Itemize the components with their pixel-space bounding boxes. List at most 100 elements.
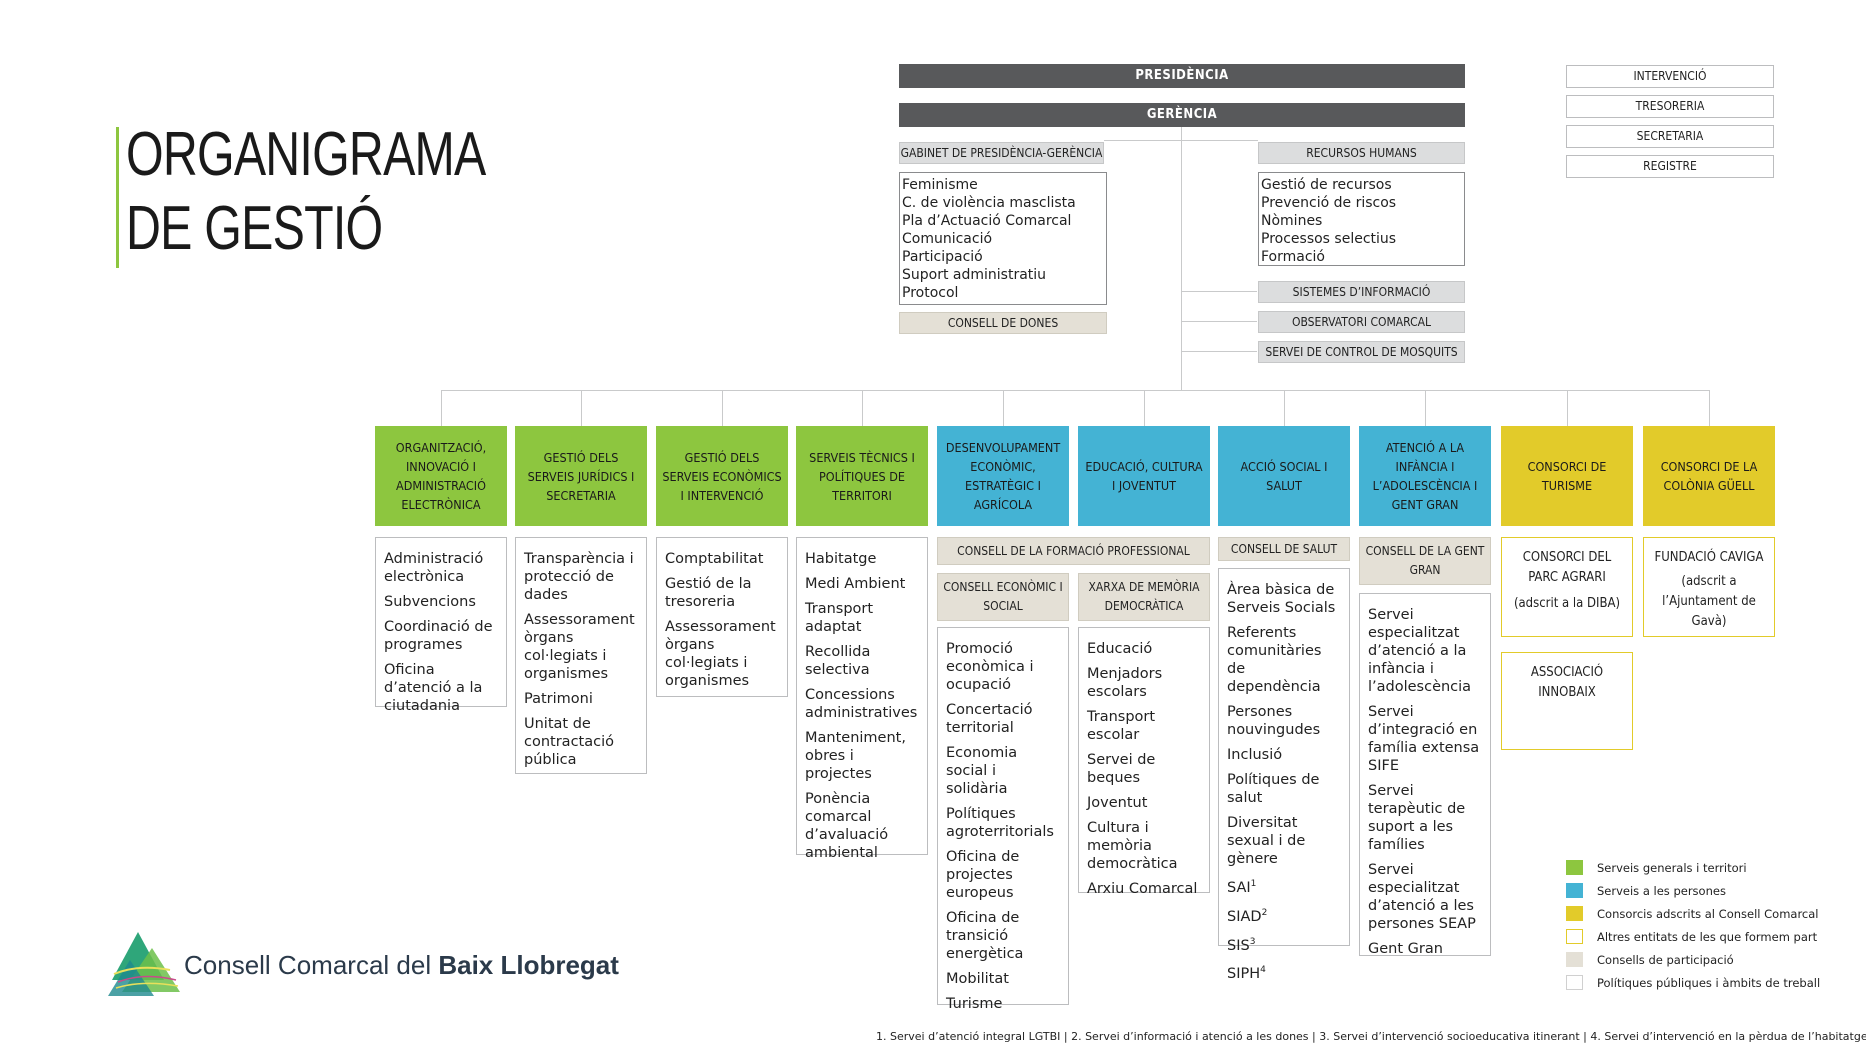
list-item: Recollida selectiva <box>805 644 871 678</box>
connector-dept-4 <box>862 390 863 426</box>
list-economics: Comptabilitat Gestió de la tresoreria As… <box>656 537 788 697</box>
consell-gent-gran-box: CONSELL DE LA GENT GRAN <box>1359 537 1491 585</box>
dept-educacio: EDUCACIÓ, CULTURA I JOVENTUT <box>1078 426 1210 526</box>
list-item: Servei de beques <box>1087 752 1156 786</box>
connector-dept-9 <box>1567 390 1568 426</box>
consell-salut-box: CONSELL DE SALUT <box>1218 537 1350 561</box>
list-item: Menjadors escolars <box>1087 666 1163 700</box>
legend-swatch <box>1566 883 1583 898</box>
legend-item: Serveis a les persones <box>1566 879 1826 902</box>
list-item: Medi Ambient <box>805 576 906 592</box>
connector-gabinet <box>1104 140 1258 141</box>
connector-dept-2 <box>581 390 582 426</box>
list-item: Assessorament òrgans col·legiats i organ… <box>524 612 635 682</box>
innobaix-box: ASSOCIACIÓ INNOBAIX <box>1501 652 1633 750</box>
legend-item: Altres entitats de les que formem part <box>1566 925 1826 948</box>
legend: Serveis generals i territori Serveis a l… <box>1566 856 1826 994</box>
list-item: Oficina d’atenció a la ciutadania <box>384 662 483 714</box>
legend-swatch <box>1566 929 1583 944</box>
list-item: Cultura i memòria democràtica <box>1087 820 1178 872</box>
list-item: Comptabilitat <box>665 551 764 567</box>
connector-dept-5 <box>1003 390 1004 426</box>
list-item: Feminisme <box>902 177 978 193</box>
list-item: Economia social i solidària <box>946 745 1018 797</box>
rrhh-box: RECURSOS HUMANS <box>1258 142 1465 164</box>
dept-desenvolupament: DESENVOLUPAMENT ECONÒMIC, ESTRATÈGIC I A… <box>937 426 1069 526</box>
list-item: Polítiques de salut <box>1227 772 1320 806</box>
intervencio-box: INTERVENCIÓ <box>1566 65 1774 88</box>
list-item: Diversitat sexual i de gènere <box>1227 815 1306 867</box>
legend-swatch <box>1566 952 1583 967</box>
observatori-box: OBSERVATORI COMARCAL <box>1258 311 1465 333</box>
list-item: Gestió de la tresoreria <box>665 576 752 610</box>
list-item: Protocol <box>902 285 959 301</box>
mosquits-box: SERVEI DE CONTROL DE MOSQUITS <box>1258 341 1465 363</box>
dept-territori: SERVEIS TÈCNICS I POLÍTIQUES DE TERRITOR… <box>796 426 928 526</box>
list-item: Àrea bàsica de Serveis Socials <box>1227 582 1336 616</box>
dept-accio-social: ACCIÓ SOCIAL I SALUT <box>1218 426 1350 526</box>
list-item: Manteniment, obres i projectes <box>805 730 906 782</box>
list-item: Ponència comarcal d’avaluació ambiental <box>805 791 889 861</box>
list-item: Nòmines <box>1261 213 1323 229</box>
list-item: Comunicació <box>902 231 993 247</box>
page-title: ORGANIGRAMA DE GESTIÓ <box>126 118 532 266</box>
connector-dept-10 <box>1709 390 1710 426</box>
legend-item: Polítiques públiques i àmbits de treball <box>1566 971 1826 994</box>
dept-economics: GESTIÓ DELS SERVEIS ECONÒMICS I INTERVEN… <box>656 426 788 526</box>
list-juridics: Transparència i protecció de dades Asses… <box>515 537 647 774</box>
list-item: Servei terapèutic de suport a les famíli… <box>1368 783 1466 853</box>
title-accent-bar <box>116 127 119 268</box>
list-item: SIAD2 <box>1227 907 1268 925</box>
connector-dept-1 <box>441 390 442 426</box>
list-item: Administració electrònica <box>384 551 484 585</box>
list-item: Concessions administratives <box>805 687 918 721</box>
legend-swatch <box>1566 860 1583 875</box>
connector-sistemes <box>1181 291 1257 292</box>
dept-infancia: ATENCIÓ A LA INFÀNCIA I L’ADOLESCÈNCIA I… <box>1359 426 1491 526</box>
list-item: Unitat de contractació pública <box>524 716 614 768</box>
list-accio-social: Àrea bàsica de Serveis Socials Referents… <box>1218 568 1350 982</box>
list-item: Patrimoni <box>524 691 593 707</box>
list-item: C. de violència masclista <box>902 195 1076 211</box>
list-item: Habitatge <box>805 551 877 567</box>
presidencia-bar: PRESIDÈNCIA <box>899 64 1465 88</box>
connector-main <box>1181 112 1182 390</box>
list-item: Mobilitat <box>946 971 1009 987</box>
logo-text: Consell Comarcal del Baix Llobregat <box>184 950 619 980</box>
list-item: Inclusió <box>1227 747 1283 763</box>
footnote: 1. Servei d’atenció integral LGTBI | 2. … <box>876 1030 1866 1043</box>
connector-dept-6 <box>1144 390 1145 426</box>
list-item: SAI1 <box>1227 879 1257 896</box>
consell-dones-box: CONSELL DE DONES <box>899 312 1107 334</box>
list-item: Suport administratiu <box>902 267 1047 283</box>
list-item: Turisme <box>946 996 1003 1012</box>
list-item: Polítiques agroterritorials <box>946 806 1054 840</box>
list-item: Processos selectius <box>1261 231 1397 247</box>
legend-item: Consells de participació <box>1566 948 1826 971</box>
sistemes-box: SISTEMES D’INFORMACIÓ <box>1258 281 1465 303</box>
tresoreria-box: TRESORERIA <box>1566 95 1774 118</box>
list-item: Promoció econòmica i ocupació <box>946 641 1034 693</box>
list-item: Assessorament òrgans col·legiats i organ… <box>665 619 776 689</box>
gerencia-bar: GERÈNCIA <box>899 103 1465 127</box>
connector-dept-8 <box>1425 390 1426 426</box>
list-item: Servei especialitzat d’atenció a les per… <box>1368 862 1476 932</box>
list-item: Gent Gran <box>1368 941 1443 957</box>
list-item: Prevenció de riscos <box>1261 195 1397 211</box>
list-item: Pla d’Actuació Comarcal <box>902 213 1072 229</box>
title-line-2: DE GESTIÓ <box>126 194 383 263</box>
list-item: Oficina de transició energètica <box>946 910 1024 962</box>
connector-mosquits <box>1181 351 1257 352</box>
list-item: Transport adaptat <box>805 601 874 635</box>
legend-swatch <box>1566 975 1583 990</box>
list-item: Gestió de recursos <box>1261 177 1392 193</box>
connector-departments <box>441 390 1710 391</box>
list-item: Servei d’integració en família extensa S… <box>1368 704 1480 774</box>
list-item: SIS3 <box>1227 936 1256 954</box>
dept-consorci-turisme: CONSORCI DE TURISME <box>1501 426 1633 526</box>
dept-organitzacio: ORGANITZACIÓ, INNOVACIÓ I ADMINISTRACIÓ … <box>375 426 507 526</box>
rrhh-list: Gestió de recursos Prevenció de riscos N… <box>1258 172 1465 266</box>
legend-item: Serveis generals i territori <box>1566 856 1826 879</box>
list-item: Concertació territorial <box>946 702 1033 736</box>
gabinet-box: GABINET DE PRESIDÈNCIA-GERÈNCIA <box>899 142 1104 164</box>
